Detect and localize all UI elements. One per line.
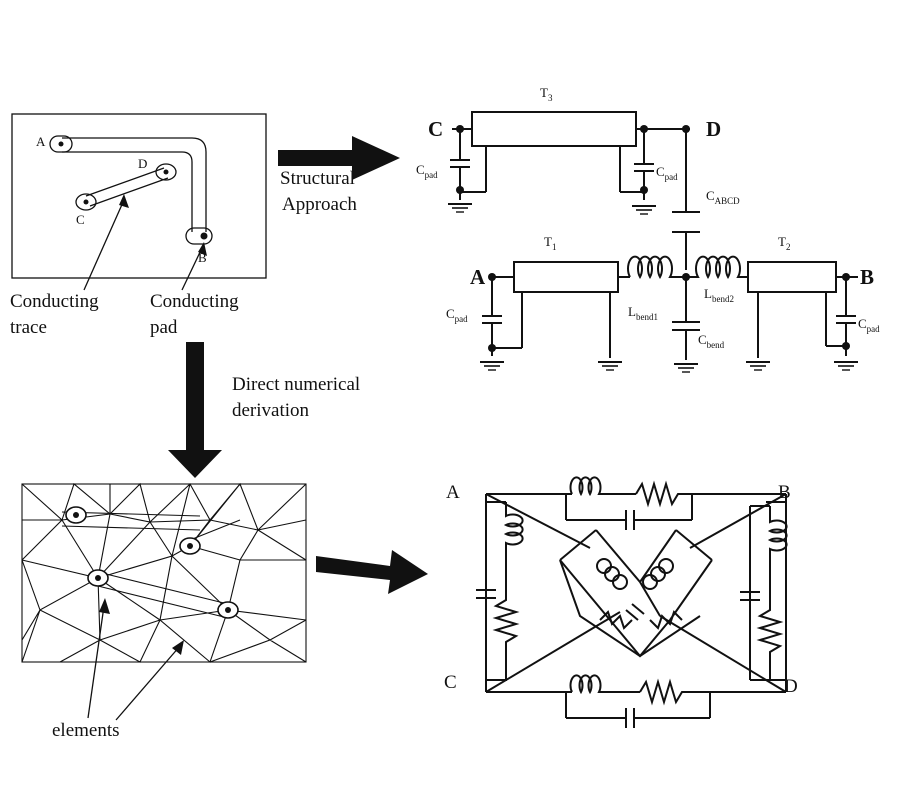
lbend2-label: Lbend2: [704, 286, 734, 304]
equivalent-network: A B C D: [444, 476, 798, 728]
transmission-line-t1: [513, 261, 619, 293]
label-conducting-pad-2: pad: [150, 317, 178, 338]
node-b-circuit: B: [860, 265, 874, 289]
network-node-b: B: [778, 482, 791, 503]
label-conducting-pad-1: Conducting: [150, 291, 239, 312]
cpad-right-top: Cpad: [656, 164, 678, 182]
pad-b: [185, 227, 213, 245]
cpad-left-bottom: Cpad: [446, 306, 468, 324]
cpad-left-top: Cpad: [416, 162, 438, 180]
node-c-top: C: [428, 117, 443, 141]
label-conducting-trace-2: trace: [10, 317, 47, 338]
structural-approach-arrow: Structural Approach: [278, 136, 400, 215]
t2-label: T2: [778, 234, 790, 252]
branch-ab: [486, 476, 786, 530]
layout-node-b: B: [198, 250, 207, 265]
inductor-bend1: [627, 255, 686, 280]
transmission-line-t3: [471, 111, 637, 147]
conducting-trace-cd: [85, 167, 169, 207]
node-a-circuit: A: [470, 265, 486, 289]
pad-a: [49, 135, 73, 153]
elements-label: elements: [52, 720, 120, 741]
mesh-triangles: [21, 482, 307, 663]
mesh-panel: elements: [21, 482, 307, 741]
transmission-line-t2: [747, 261, 837, 293]
numerical-derivation-arrow: Direct numerical derivation: [168, 342, 360, 478]
numerical-label-1: Direct numerical: [232, 374, 360, 395]
branch-cd: [486, 674, 786, 728]
branch-ac: [476, 494, 524, 692]
layout-panel: A D C B Conducting trace Conducting pad: [10, 113, 267, 338]
cabcd-label: CABCD: [706, 188, 740, 206]
layout-frame: [11, 113, 267, 279]
cbend-label: Cbend: [698, 332, 725, 350]
network-node-c: C: [444, 672, 457, 693]
lbend1-label: Lbend1: [628, 304, 658, 322]
network-node-d: D: [784, 676, 798, 697]
layout-node-a: A: [36, 134, 46, 149]
layout-node-c: C: [76, 212, 85, 227]
pad-d: [155, 163, 177, 181]
node-d-top: D: [706, 117, 721, 141]
network-arrow-icon: [316, 550, 428, 594]
right-arrow-icon: [278, 136, 400, 180]
cpad-right-bottom: Cpad: [858, 316, 880, 334]
layout-node-d: D: [138, 156, 147, 171]
mesh-nodes: [65, 506, 239, 619]
t1-label: T1: [544, 234, 556, 252]
label-conducting-trace-1: Conducting: [10, 291, 99, 312]
structural-label-2: Approach: [282, 194, 357, 215]
conducting-trace-ab: [62, 137, 207, 232]
diagonal-bc: [485, 493, 787, 693]
mesh-frame: [21, 483, 307, 663]
down-arrow-icon: [168, 342, 222, 478]
structural-circuit: T3 C D Cpad Cpad CABCD T1 T2: [416, 85, 880, 373]
structural-label-1: Structural: [280, 168, 355, 189]
branch-bd: [740, 494, 788, 692]
inductor-bend2: [686, 255, 748, 280]
network-node-a: A: [446, 482, 460, 503]
numerical-label-2: derivation: [232, 400, 310, 421]
t3-label: T3: [540, 85, 553, 103]
pad-c: [75, 193, 97, 211]
